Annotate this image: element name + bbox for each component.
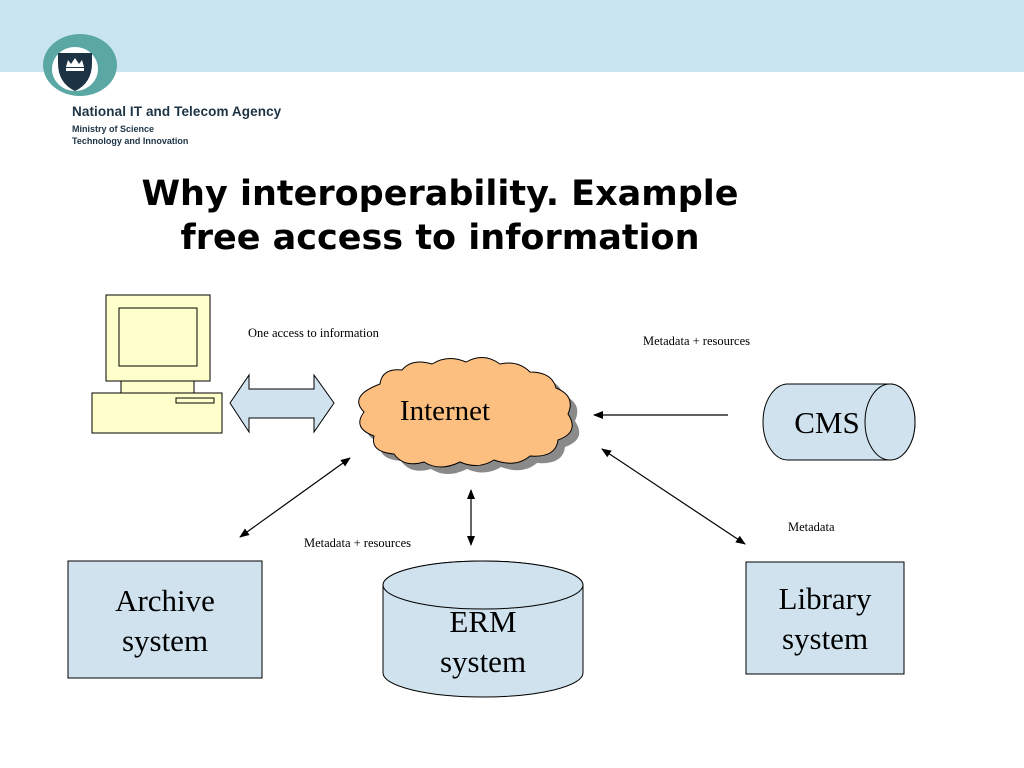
library-label: Library system — [746, 579, 904, 659]
crown-logo-icon — [43, 34, 117, 96]
library-metadata-label: Metadata — [788, 520, 835, 534]
agency-name: National IT and Telecom Agency — [72, 104, 282, 119]
erm-line2: system — [439, 644, 527, 679]
arrow-archive-internet — [239, 457, 351, 538]
double-arrow-icon — [229, 373, 335, 434]
cms-label: CMS — [794, 405, 860, 440]
internet-cloud — [358, 357, 573, 468]
archive-system-box — [67, 560, 263, 679]
archive-label: Archive system — [68, 581, 262, 661]
archive-line1: Archive — [115, 583, 215, 618]
slide-title: Why interoperability. Example free acces… — [40, 172, 840, 260]
internet-label: Internet — [399, 395, 491, 427]
agency-block: National IT and Telecom Agency Ministry … — [72, 104, 281, 147]
library-system-box — [745, 561, 905, 675]
arrow-library-internet — [601, 448, 746, 545]
library-line1: Library — [778, 581, 872, 616]
archive-line2: system — [121, 623, 209, 658]
erm-cylinder — [382, 560, 584, 698]
erm-line1: ERM — [449, 604, 517, 639]
cms-metadata-label: Metadata + resources — [643, 334, 751, 348]
erm-label: ERM system — [383, 602, 583, 682]
cms-cylinder — [762, 383, 916, 461]
computer-icon — [91, 294, 223, 434]
title-line2: free access to information — [180, 218, 700, 258]
ministry-line1: Ministry of Science — [72, 124, 155, 134]
library-line2: system — [781, 621, 869, 656]
title-line1: Why interoperability. Example — [141, 174, 739, 214]
ministry-line2: Technology and Innovation — [72, 136, 189, 146]
header-band — [0, 0, 1024, 72]
one-access-label: One access to information — [248, 326, 379, 340]
erm-metadata-label: Metadata + resources — [304, 536, 412, 550]
